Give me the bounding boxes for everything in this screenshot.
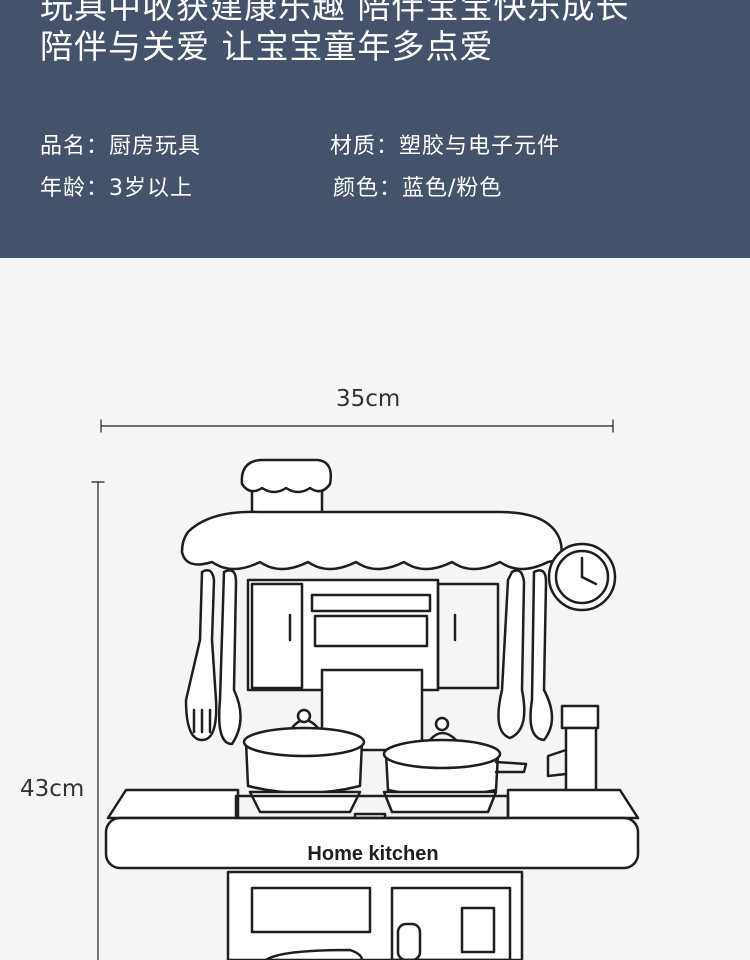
spec-material: 材质：塑胶与电子元件 <box>330 134 561 159</box>
counter-top <box>104 788 640 870</box>
headline-line-2: 陪伴与关爱 让宝宝童年多点爱 <box>40 27 494 66</box>
product-label: Home kitchen <box>307 843 438 865</box>
info-header: 玩具中收获建康乐趣 陪伴宝宝快乐成长 陪伴与关爱 让宝宝童年多点爱 品名：厨房玩… <box>0 0 750 258</box>
utensils-right-icon <box>497 569 554 742</box>
spec-name: 品名：厨房玩具 <box>40 134 202 159</box>
back-panel <box>246 578 500 752</box>
headline-line-1: 玩具中收获建康乐趣 陪伴宝宝快乐成长 <box>40 0 630 26</box>
height-dimension-line <box>91 481 105 960</box>
spec-age: 年龄：3岁以上 <box>40 176 193 201</box>
clock-icon <box>547 542 617 612</box>
awning-shape <box>180 510 563 571</box>
chimney-icon <box>240 458 332 516</box>
height-label: 43cm <box>20 776 85 802</box>
lower-cabinet <box>226 870 524 960</box>
pot-left-icon <box>242 708 366 795</box>
gas-canister-icon <box>546 704 600 796</box>
pot-right-icon <box>382 716 528 798</box>
kitchen-toy-illustration: Home kitchen <box>91 419 640 960</box>
spec-color: 颜色：蓝色/粉色 <box>333 176 503 201</box>
width-label: 35cm <box>336 386 401 412</box>
utensils-left-icon <box>184 569 242 746</box>
width-dimension-line <box>100 419 614 433</box>
